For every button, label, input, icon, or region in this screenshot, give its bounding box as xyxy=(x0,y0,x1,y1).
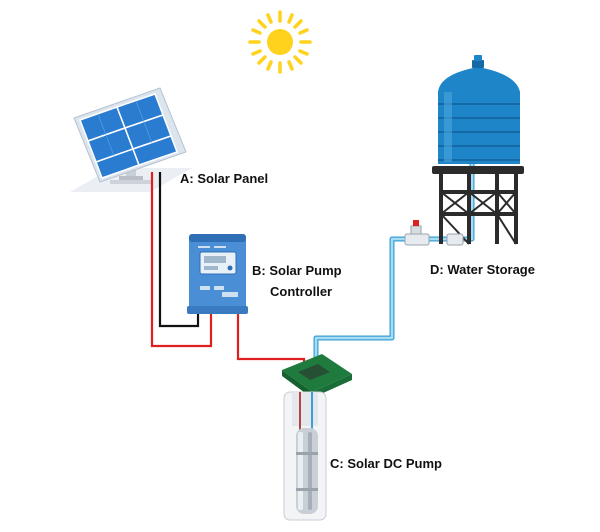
label-dc-pump: C: Solar DC Pump xyxy=(330,456,442,471)
sun-icon xyxy=(248,10,312,74)
label-controller-line1: B: Solar Pump xyxy=(252,263,342,278)
submersible-pump-icon xyxy=(283,391,327,521)
red-wire-pump xyxy=(236,314,306,366)
water-tank-icon xyxy=(432,55,524,245)
black-wire xyxy=(158,172,200,328)
label-solar-panel: A: Solar Panel xyxy=(180,171,269,186)
label-controller-line2: Controller xyxy=(270,284,333,299)
controller-icon xyxy=(187,234,248,314)
solar-panel-icon xyxy=(70,87,192,192)
wellhead-icon xyxy=(282,354,352,398)
label-water-storage: D: Water Storage xyxy=(430,262,535,277)
valve-icon xyxy=(404,220,464,246)
red-wire-panel xyxy=(150,172,213,348)
